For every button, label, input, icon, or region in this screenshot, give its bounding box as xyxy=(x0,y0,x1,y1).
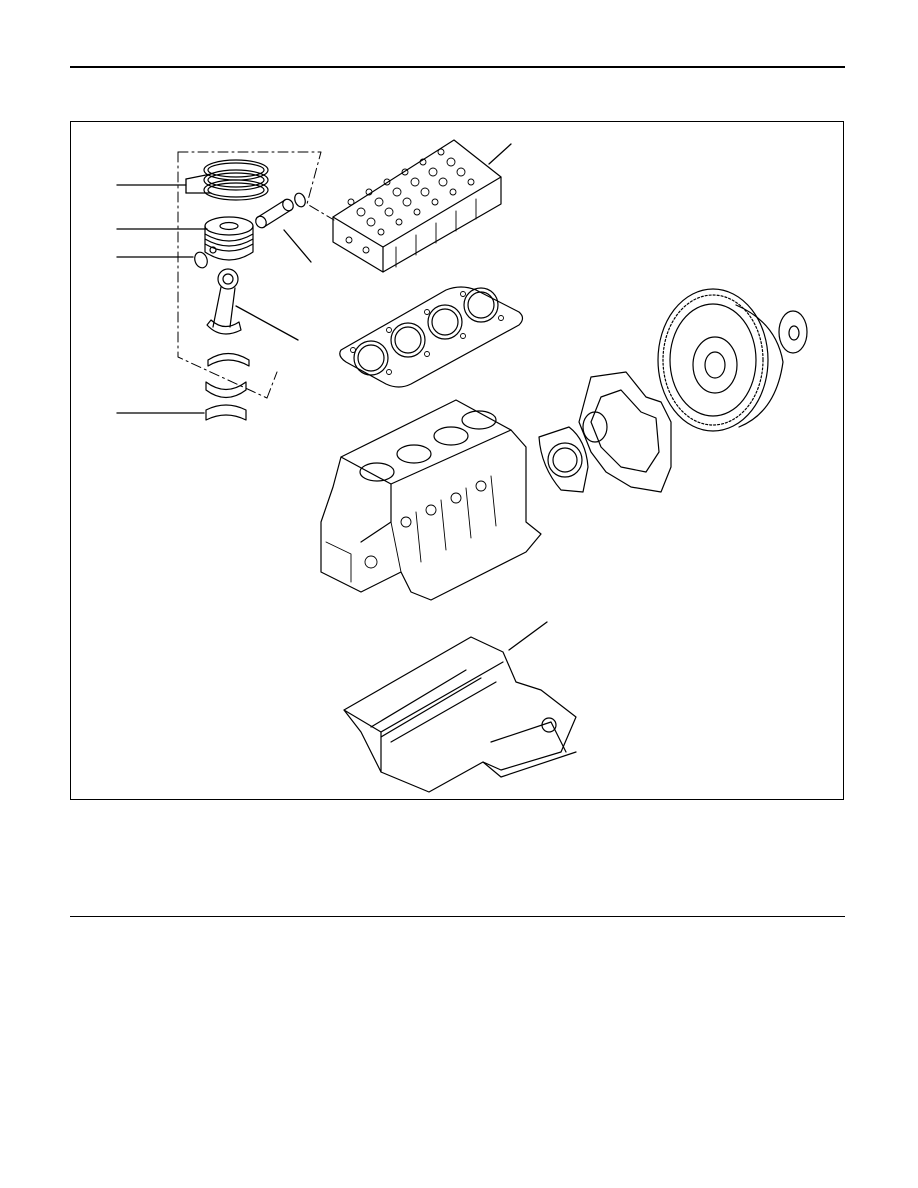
exploded-view-figure xyxy=(70,121,844,800)
cylinder-head xyxy=(332,139,502,273)
flywheel-plate xyxy=(778,310,808,354)
flywheel xyxy=(657,288,784,432)
piston-pin-snap-ring xyxy=(194,192,306,269)
oil-pan xyxy=(343,636,577,793)
cylinder-block xyxy=(320,399,542,601)
crankshaft-rear-oil-seal-retainer xyxy=(538,426,589,493)
cylinder-head-gasket xyxy=(339,286,524,388)
piston xyxy=(204,216,254,261)
header-rule xyxy=(70,66,845,68)
footer-rule xyxy=(70,916,845,917)
flywheel-housing xyxy=(578,371,672,493)
piston-group-bracket xyxy=(177,151,335,399)
connecting-rod xyxy=(206,268,242,335)
connecting-rod-bearing xyxy=(205,352,250,421)
piston-pin xyxy=(255,198,294,229)
leader-lines xyxy=(116,143,548,651)
piston-ring-set xyxy=(203,159,269,201)
